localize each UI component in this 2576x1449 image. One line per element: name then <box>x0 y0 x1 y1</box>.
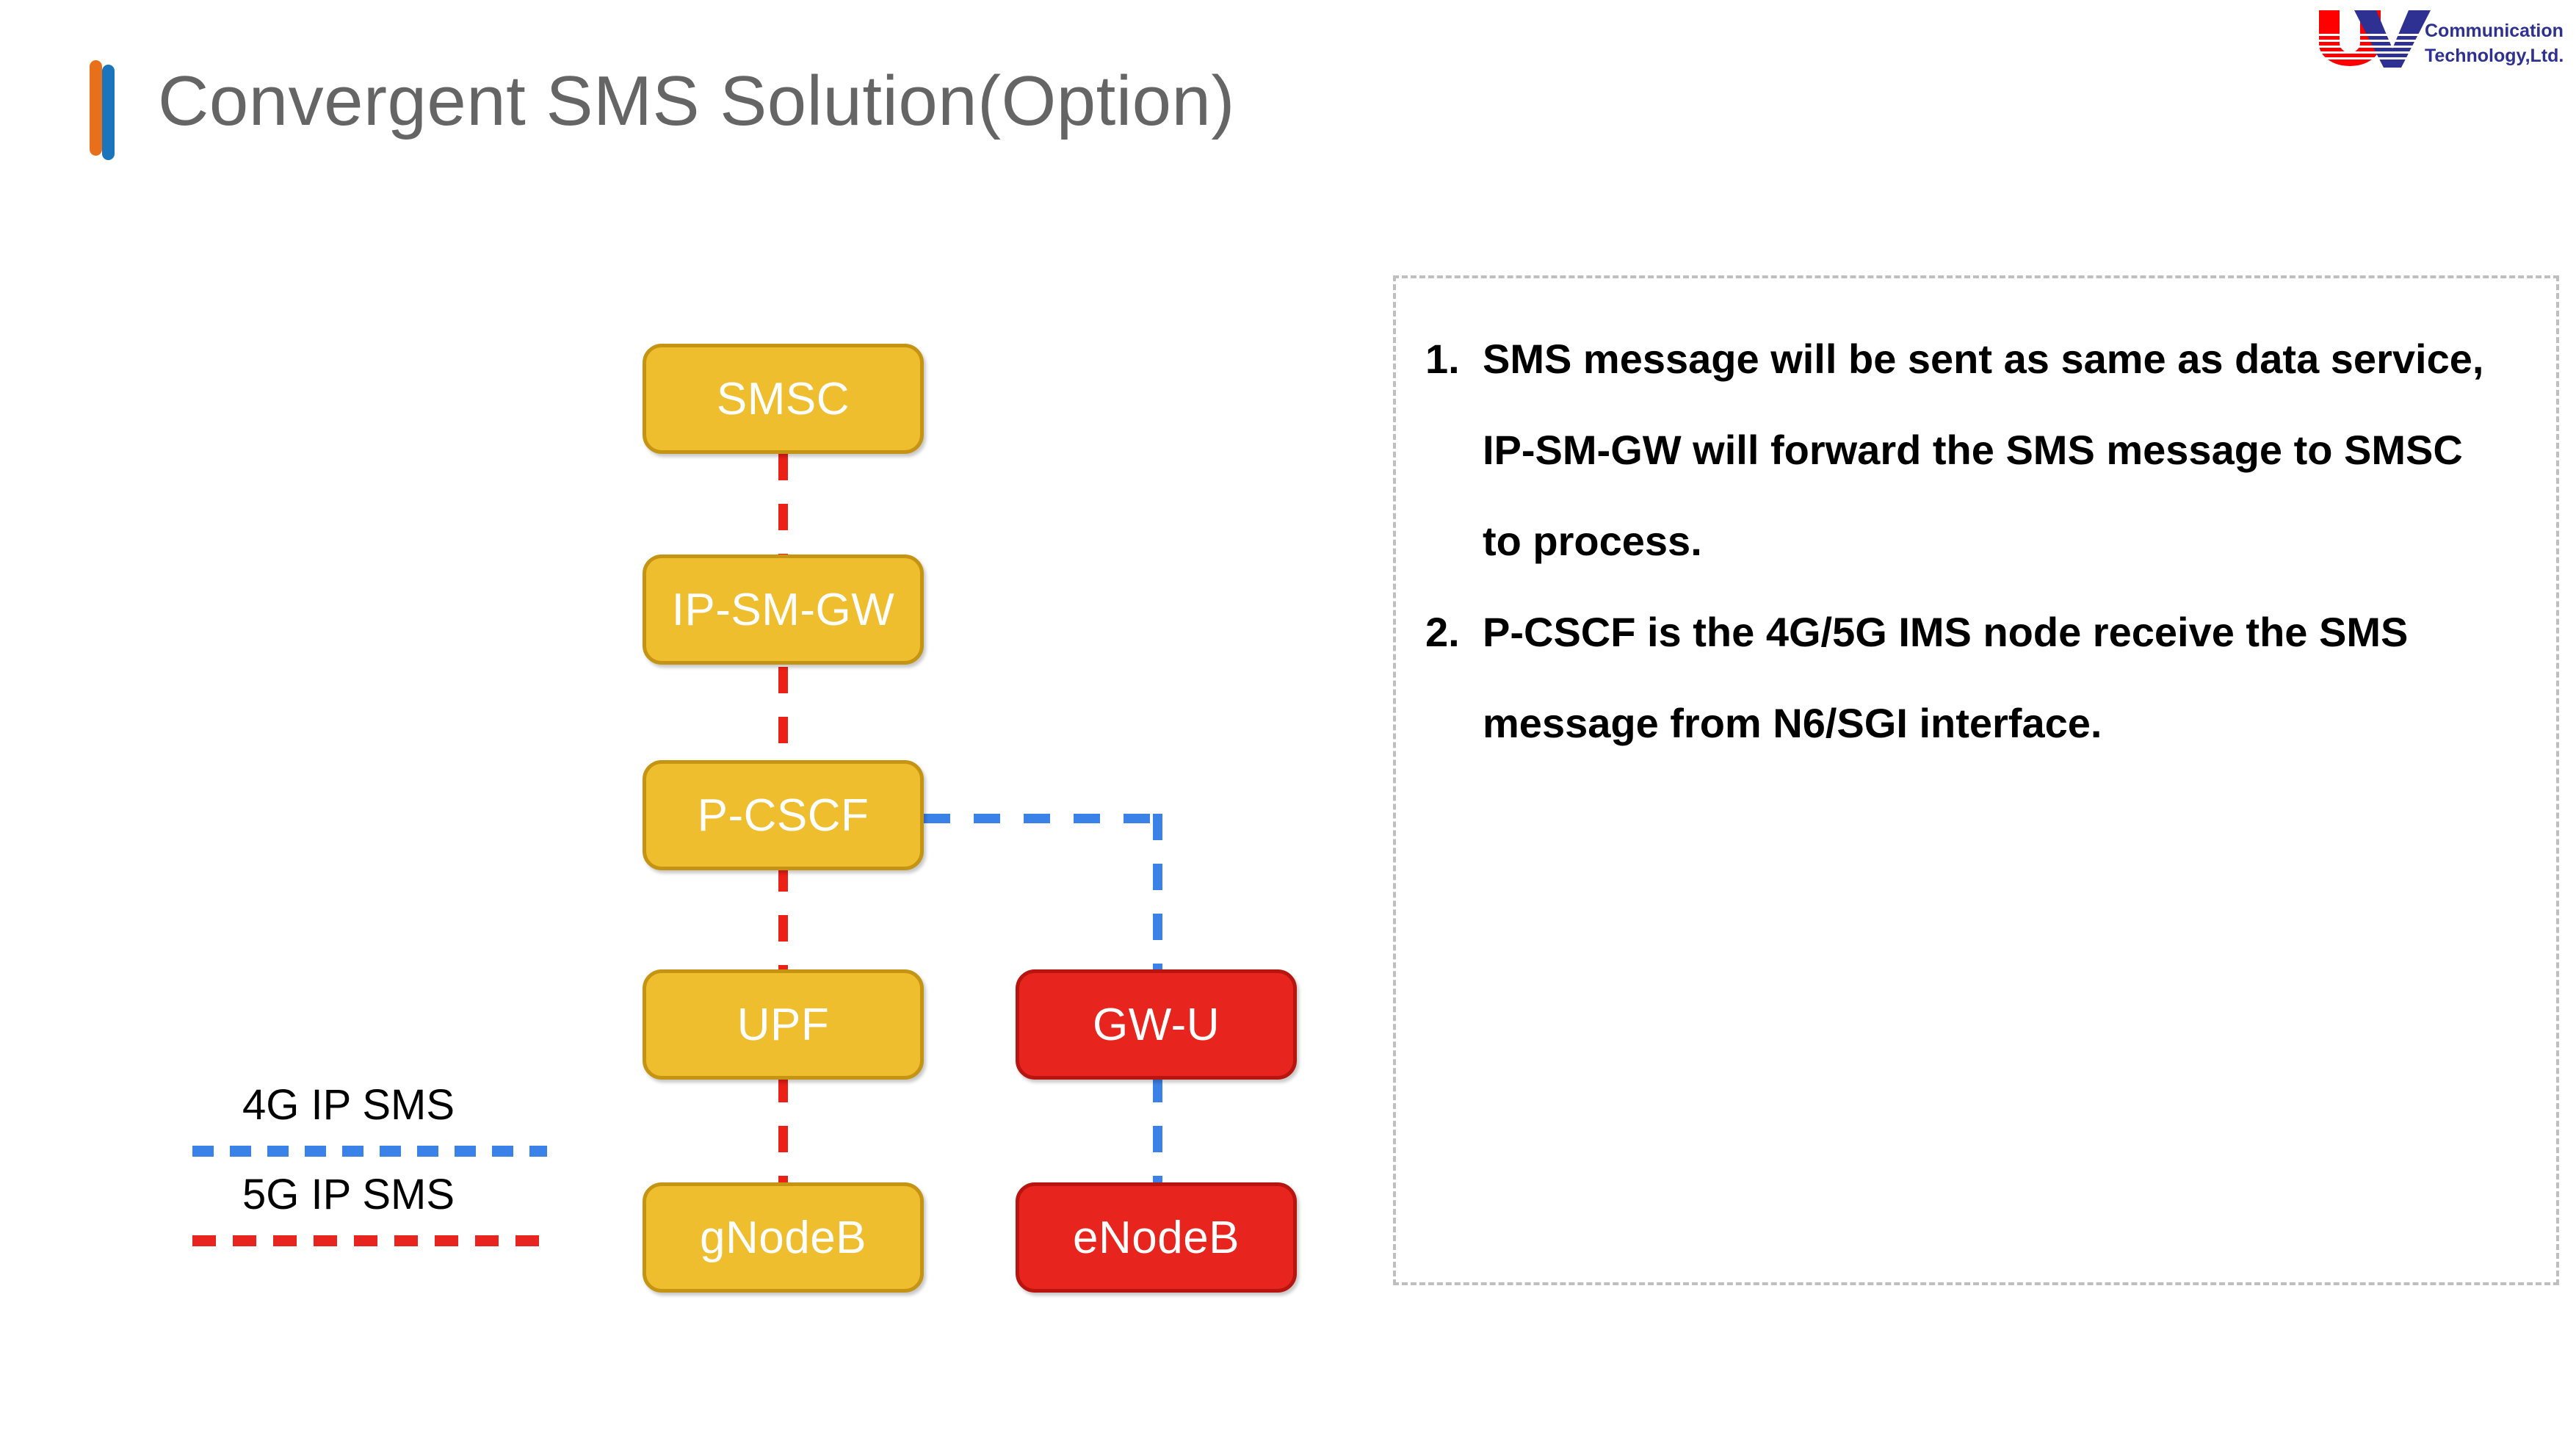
node-ip-sm-gw[interactable]: IP-SM-GW <box>643 554 924 665</box>
logo-mark-uv <box>2318 10 2435 68</box>
connector-gwu-to-enodeb <box>1153 1076 1162 1190</box>
page-title: Convergent SMS Solution(Option) <box>158 62 1235 140</box>
node-label: eNodeB <box>1072 1212 1240 1263</box>
node-label: gNodeB <box>699 1212 867 1263</box>
connector-ipsmgw-to-pcscf <box>778 667 788 762</box>
node-smsc[interactable]: SMSC <box>643 344 924 454</box>
node-label: P-CSCF <box>697 789 869 841</box>
node-enodeb[interactable]: eNodeB <box>1016 1182 1297 1293</box>
legend-line-5g <box>192 1235 547 1246</box>
connector-pcscf-to-upf <box>778 865 788 997</box>
node-label: SMSC <box>716 373 850 424</box>
notes-list: SMS message will be sent as same as data… <box>1396 278 2556 769</box>
logo-text-line2: Technology,Ltd. <box>2425 46 2564 66</box>
note-item: P-CSCF is the 4G/5G IMS node receive the… <box>1425 587 2409 746</box>
accent-bar-orange <box>90 60 102 156</box>
connector-upf-to-gnodeb <box>778 1076 788 1190</box>
legend-line-4g <box>192 1146 547 1157</box>
title-accent-bar <box>90 60 119 160</box>
node-upf[interactable]: UPF <box>643 969 924 1080</box>
legend-label-4g: 4G IP SMS <box>242 1081 455 1129</box>
node-p-cscf[interactable]: P-CSCF <box>643 760 924 870</box>
node-label: IP-SM-GW <box>671 584 895 635</box>
node-label: UPF <box>737 999 830 1050</box>
node-gw-u[interactable]: GW-U <box>1016 969 1297 1080</box>
node-gnodeb[interactable]: gNodeB <box>643 1182 924 1293</box>
logo-text-line1: Communication <box>2425 21 2564 41</box>
connector-pcscf-to-gwu-vertical <box>1153 814 1162 983</box>
company-logo: Communication Technology,Ltd. <box>2309 4 2566 72</box>
notes-panel: SMS message will be sent as same as data… <box>1393 275 2559 1285</box>
connector-pcscf-to-gwu-horizontal <box>924 814 1162 823</box>
legend-label-5g: 5G IP SMS <box>242 1171 455 1218</box>
node-label: GW-U <box>1092 999 1220 1050</box>
accent-bar-blue <box>102 65 115 160</box>
note-item: SMS message will be sent as same as data… <box>1425 314 2484 564</box>
